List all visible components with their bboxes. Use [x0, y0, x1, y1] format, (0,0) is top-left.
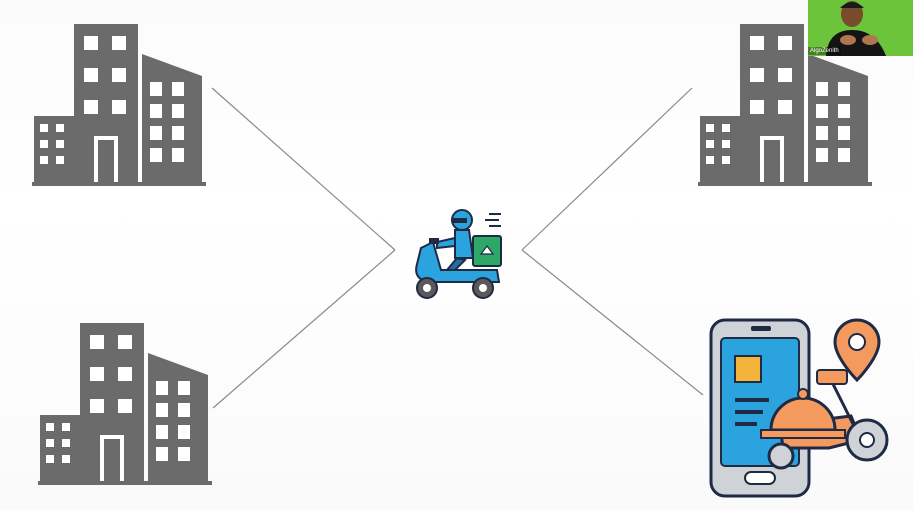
- presenter-name: AlgoZenith: [808, 47, 841, 55]
- connector-bottom-right: [521, 249, 704, 396]
- building-icon: [32, 24, 206, 186]
- delivery-scooter-icon: [415, 209, 502, 299]
- presenter-video: [808, 0, 913, 56]
- food-delivery-app-icon: [709, 318, 889, 498]
- connector-lines: [211, 87, 704, 409]
- webcam-overlay: AlgoZenith: [808, 0, 913, 56]
- connector-top-right: [521, 87, 693, 251]
- connector-top-left: [211, 87, 396, 251]
- building-icon: [38, 323, 212, 485]
- connector-bottom-left: [212, 249, 396, 409]
